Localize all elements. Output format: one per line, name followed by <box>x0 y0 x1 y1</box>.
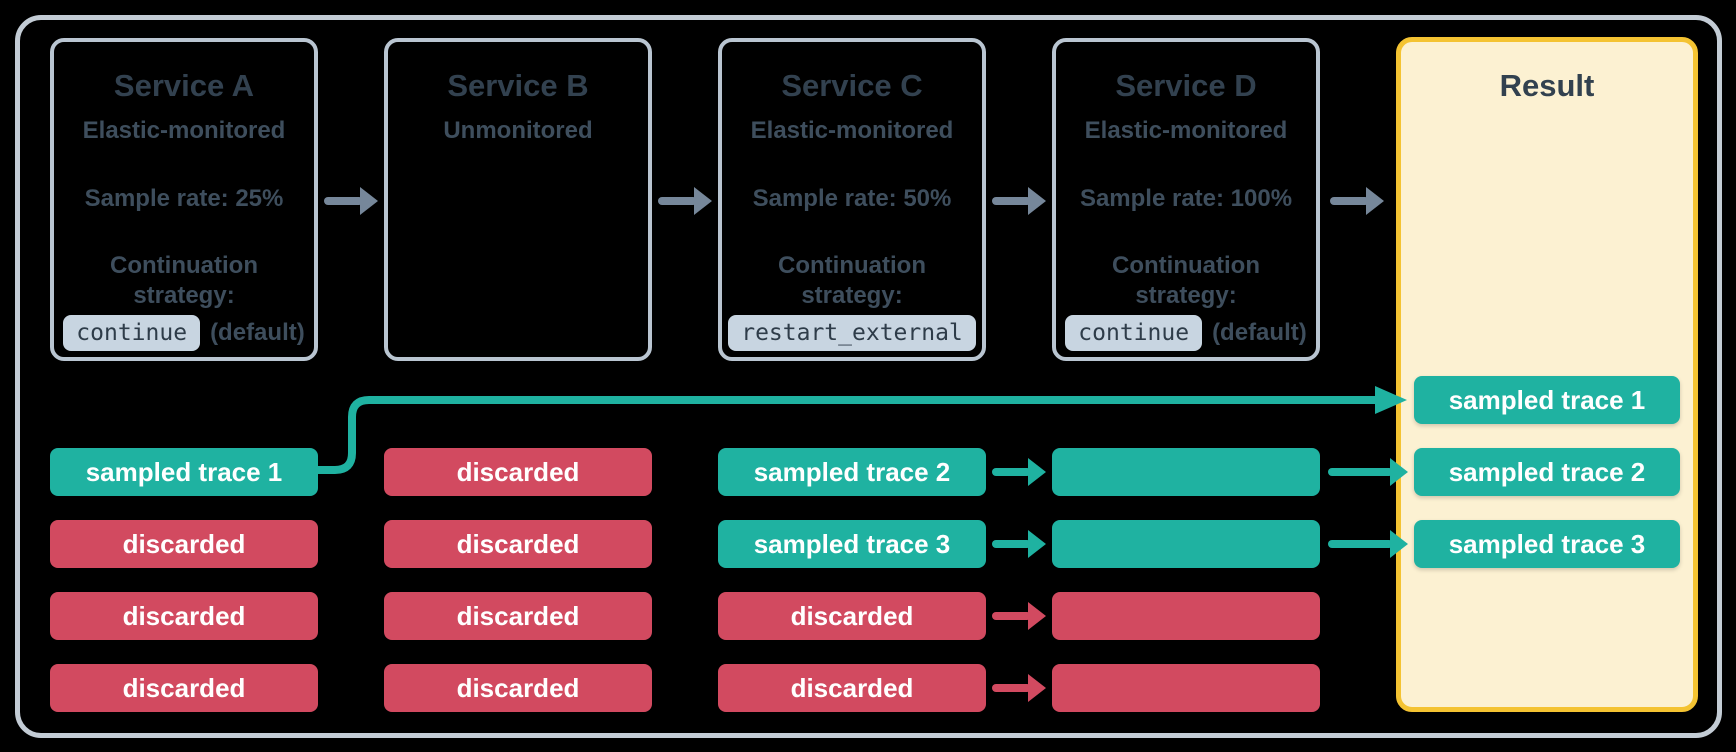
trace-pill <box>1052 520 1320 568</box>
code-chip: restart_external <box>728 315 976 351</box>
continuation-strategy-label: Continuation strategy: <box>1112 252 1260 309</box>
trace-flow-arrow-icon <box>1328 530 1408 558</box>
service-box-b: Service B Unmonitored <box>384 38 652 361</box>
service-flow-arrow-icon <box>658 187 712 215</box>
service-flow-arrow-icon <box>1330 187 1384 215</box>
service-title: Service A <box>113 68 255 103</box>
service-sample-rate: Sample rate: 100% <box>1079 185 1293 212</box>
trace-flow-arrow-icon <box>992 674 1046 702</box>
service-title: Service D <box>1115 68 1257 103</box>
service-box-d: Service D Elastic-monitored Sample rate:… <box>1052 38 1320 361</box>
trace-flow-arrow-icon <box>992 602 1046 630</box>
trace-column-a: sampled trace 1 discarded discarded discard… <box>50 448 318 736</box>
trace-pill: sampled trace 1 <box>50 448 318 496</box>
trace-column-d <box>1052 448 1320 736</box>
c-to-d-arrows <box>992 448 1046 748</box>
trace-pill: discarded <box>384 448 652 496</box>
trace-flow-arrow-icon <box>1328 458 1408 486</box>
continuation-strategy-label: Continuation strategy: <box>778 252 926 309</box>
trace-pill <box>1052 664 1320 712</box>
trace-pill: discarded <box>50 592 318 640</box>
strategy-value-row: continue (default) <box>63 315 305 351</box>
result-trace-list: sampled trace 1 sampled trace 2 sampled tr… <box>1414 376 1680 592</box>
service-monitoring: Elastic-monitored <box>750 117 954 144</box>
continuation-strategy-label: Continuation strategy: <box>110 252 258 309</box>
code-chip: continue <box>1065 315 1203 351</box>
service-box-c: Service C Elastic-monitored Sample rate:… <box>718 38 986 361</box>
trace-column-b: discarded discarded discarded discarded <box>384 448 652 736</box>
service-monitoring: Elastic-monitored <box>82 117 286 144</box>
strategy-value-row: restart_external <box>728 315 976 351</box>
diagram-frame <box>15 15 1722 738</box>
service-sample-rate: Sample rate: 25% <box>84 185 284 212</box>
trace-pill: discarded <box>718 592 986 640</box>
trace-pill: discarded <box>718 664 986 712</box>
result-title: Result <box>1499 68 1595 103</box>
trace-pill <box>1052 448 1320 496</box>
sampled-trace-1-connector <box>317 386 1407 474</box>
service-flow-arrow-icon <box>324 187 378 215</box>
strategy-value-row: continue (default) <box>1065 315 1307 351</box>
service-title: Service B <box>447 68 589 103</box>
trace-pill: discarded <box>50 664 318 712</box>
connector-arrowhead-icon <box>1375 386 1407 414</box>
trace-pill: sampled trace 3 <box>718 520 986 568</box>
service-monitoring: Elastic-monitored <box>1084 117 1288 144</box>
d-to-result-arrows <box>1328 448 1408 608</box>
trace-flow-arrow-icon <box>992 458 1046 486</box>
trace-pill <box>1052 592 1320 640</box>
service-title: Service C <box>781 68 923 103</box>
service-sample-rate: Sample rate: 50% <box>752 185 952 212</box>
service-box-a: Service A Elastic-monitored Sample rate:… <box>50 38 318 361</box>
strategy-note: (default) <box>1212 319 1307 346</box>
service-flow-arrow-icon <box>992 187 1046 215</box>
trace-column-c: sampled trace 2 sampled trace 3 discarded d… <box>718 448 986 736</box>
result-trace-pill: sampled trace 3 <box>1414 520 1680 568</box>
result-trace-pill: sampled trace 2 <box>1414 448 1680 496</box>
trace-pill: sampled trace 2 <box>718 448 986 496</box>
service-monitoring: Unmonitored <box>443 117 593 144</box>
trace-pill: discarded <box>384 592 652 640</box>
trace-pill: discarded <box>50 520 318 568</box>
strategy-note: (default) <box>210 319 305 346</box>
result-box: Result <box>1396 37 1698 712</box>
trace-pill: discarded <box>384 664 652 712</box>
result-trace-pill: sampled trace 1 <box>1414 376 1680 424</box>
code-chip: continue <box>63 315 201 351</box>
trace-flow-arrow-icon <box>992 530 1046 558</box>
trace-pill: discarded <box>384 520 652 568</box>
